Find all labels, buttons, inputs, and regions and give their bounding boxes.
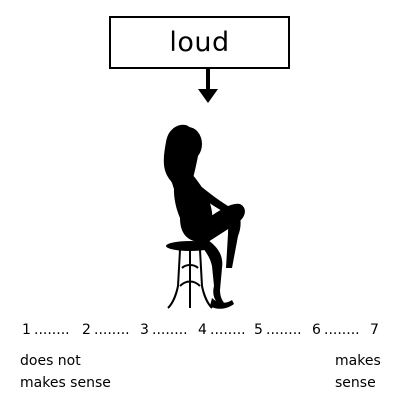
- scale-point-3[interactable]: 3: [140, 322, 149, 338]
- woman-silhouette-image: [163, 124, 245, 309]
- scale-separator: ........: [94, 322, 130, 338]
- scale-point-7[interactable]: 7: [370, 322, 379, 338]
- scale-separator: ........: [152, 322, 188, 338]
- right-anchor-line-2: sense: [335, 375, 376, 391]
- scale-separator: ........: [324, 322, 360, 338]
- scale-separator: ........: [266, 322, 302, 338]
- scale-left-anchor: does not makes sense: [20, 350, 111, 394]
- scale-point-5[interactable]: 5: [254, 322, 263, 338]
- right-anchor-line-1: makes: [335, 353, 381, 369]
- scale-separator: ........: [210, 322, 246, 338]
- left-anchor-line-1: does not: [20, 353, 81, 369]
- scale-point-4[interactable]: 4: [198, 322, 207, 338]
- left-anchor-line-2: makes sense: [20, 375, 111, 391]
- scale-point-1[interactable]: 1: [22, 322, 31, 338]
- arrow-down-icon: [198, 69, 218, 103]
- scale-point-6[interactable]: 6: [312, 322, 321, 338]
- scale-separator: ........: [34, 322, 70, 338]
- scale-point-2[interactable]: 2: [82, 322, 91, 338]
- stimulus-word-box: loud: [109, 16, 290, 69]
- stimulus-word: loud: [169, 27, 230, 58]
- rating-scale: 1 ........ 2 ........ 3 ........ 4 .....…: [22, 322, 392, 344]
- scale-right-anchor: makes sense: [335, 350, 381, 394]
